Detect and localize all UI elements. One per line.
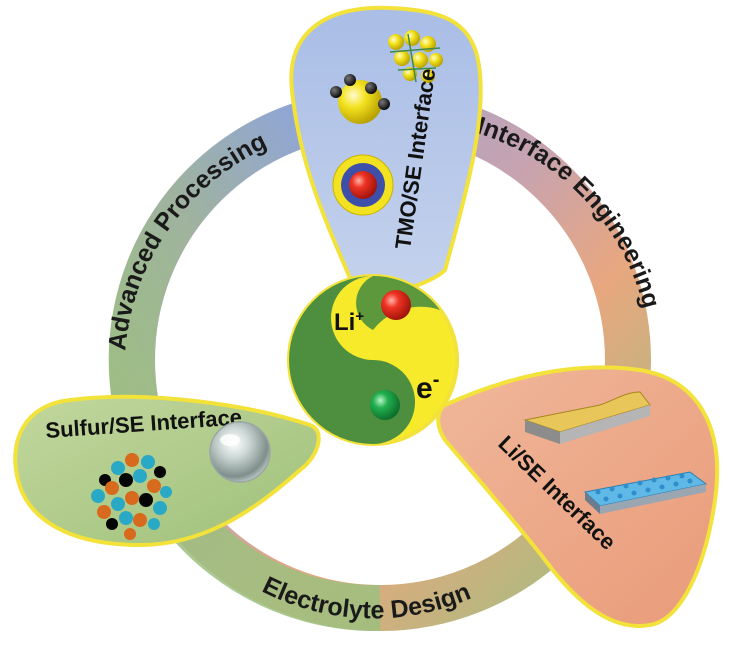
lithium-foil-icon [523, 391, 651, 444]
sulfur-composite-icon [91, 453, 172, 540]
nanoparticle-cluster-icon [388, 30, 443, 83]
glass-sphere-icon [209, 421, 271, 483]
yin-yang [287, 274, 459, 446]
li-ion-icon [381, 290, 411, 320]
li-petal [436, 365, 720, 628]
electron-icon [370, 390, 400, 420]
outer-ring-upper-left [108, 103, 308, 404]
coated-particle-icon [332, 154, 394, 216]
nanostructured-surface-icon [583, 471, 708, 514]
li-ion-label: Li+ [334, 308, 364, 336]
electron-label: e- [416, 369, 439, 405]
core-shell-particle-icon [330, 74, 390, 124]
tmo-petal [289, 5, 483, 296]
